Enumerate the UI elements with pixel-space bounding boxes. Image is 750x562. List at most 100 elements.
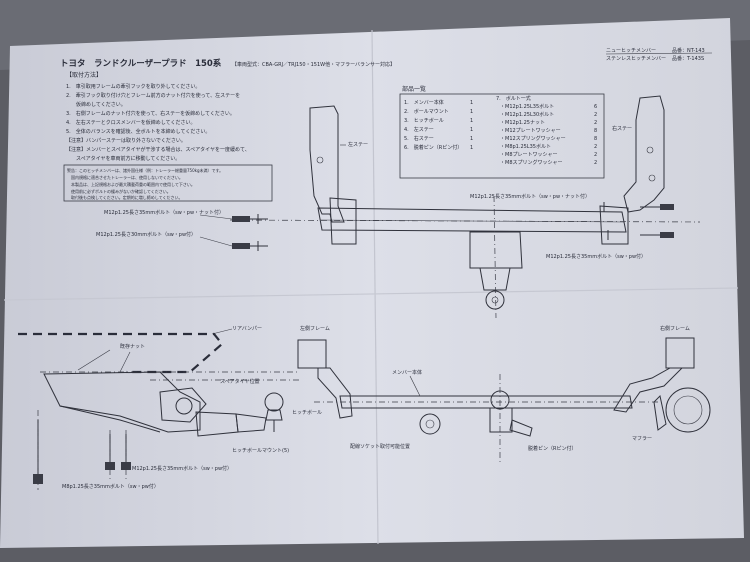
install-step: 2. 牽引フック取り付け穴とフレーム前方のナット付穴を使って、左ステーを bbox=[66, 92, 240, 99]
side-view-diagram: リアバンパー スペアタイヤ位置 既存ナット ヒッチボール ヒッチボールマウント(… bbox=[18, 326, 322, 490]
warning-border bbox=[63, 164, 273, 202]
bolt-qty: 8 bbox=[594, 128, 597, 134]
ball-mount-label: ヒッチボールマウント(5) bbox=[232, 447, 289, 454]
bolt-b-label: M12p1.25長さ30mmボルト（sw・pw付） bbox=[96, 231, 196, 238]
leader-line bbox=[211, 328, 233, 335]
install-step: 仮締めしてください。 bbox=[66, 101, 126, 108]
part-qty: 1 bbox=[470, 136, 473, 142]
document-header: トヨタ ランドクルーザープラド 150系 【車両型式：CBA-GRJ／TRJ15… bbox=[60, 47, 713, 69]
ball-mount-side bbox=[235, 413, 267, 433]
fixing-nut-label: 既存ナット bbox=[120, 343, 145, 350]
leader-line bbox=[119, 351, 131, 373]
connector-socket bbox=[419, 413, 441, 435]
bolt-right-upper bbox=[603, 202, 674, 212]
install-step: 4. 左右ステーとクロスメンバーを仮締めしてください。 bbox=[66, 119, 195, 126]
bolt-item: ・M8プレートワッシャー bbox=[500, 152, 558, 158]
warning-line: 国内規格に適合させたトレーラーは、使用しないでください。 bbox=[67, 174, 183, 180]
member-body-label: メンバー本体 bbox=[392, 369, 422, 376]
stay-side bbox=[43, 371, 201, 433]
left-frame-box bbox=[297, 339, 327, 369]
part-item: 3. ヒッチボール bbox=[404, 117, 444, 124]
bolt-item: ・M12スプリングワッシャー bbox=[500, 135, 566, 142]
hitch-ball-side bbox=[264, 392, 284, 412]
bolt-item: ・M8p1.25L35ボルト bbox=[500, 143, 551, 150]
part-number-1: 品番：NT-143 bbox=[672, 47, 705, 54]
bolt-e-label: M12p1.25長さ35mmボルト（sw・pw付） bbox=[132, 465, 232, 472]
header-underline bbox=[605, 52, 713, 55]
left-stay-rear bbox=[317, 367, 353, 419]
bolt-item: ・M8スプリングワッシャー bbox=[500, 159, 563, 166]
right-end-plate bbox=[599, 205, 629, 245]
left-stay-label: 左ステー bbox=[348, 141, 368, 148]
warning-box: 警告：このヒッチメンバーは、諸外国仕様（例：トレーラー総重量750kg未満）です… bbox=[63, 164, 273, 202]
part-name-1: ニューヒッチメンバー bbox=[606, 48, 656, 54]
part-item: 4. 左ステー bbox=[404, 126, 434, 133]
install-step: 【注意】メンバーとスペアタイヤが干渉する場合は、スペアタイヤを一度緩めて、 bbox=[66, 146, 250, 153]
bolts-heading: 7. ボルト一式 bbox=[496, 95, 531, 102]
warning-line: 警告：このヒッチメンバーは、諸外国仕様（例：トレーラー総重量750kg未満）です… bbox=[67, 167, 223, 173]
member-body-rear bbox=[339, 395, 633, 409]
rear-bumper-outline bbox=[18, 332, 224, 374]
bolt-qty: 6 bbox=[594, 104, 597, 110]
hitch-ball-neck bbox=[265, 409, 283, 421]
parts-list: 部品一覧 1. メンバー本体 1 2. ボールマウント 1 3. ヒッチボール … bbox=[399, 85, 605, 179]
part-name-2: ステンレスヒッチメンバー bbox=[606, 56, 666, 62]
install-step: 3. 右側フレームのナット付穴を使って、右ステーを仮締めしてください。 bbox=[66, 110, 235, 117]
bolt-c-label: M12p1.25長さ35mmボルト（sw・pw・ナット付） bbox=[470, 193, 590, 200]
warning-line: 使用前に必ずボルトの緩みがないか確認してください。 bbox=[67, 188, 171, 194]
part-qty: 1 bbox=[470, 118, 473, 124]
part-item: 2. ボールマウント bbox=[404, 108, 449, 115]
centerline bbox=[493, 195, 497, 319]
bolt-qty: 2 bbox=[594, 144, 597, 150]
muffler-inner bbox=[673, 395, 703, 425]
receiver-box bbox=[469, 231, 523, 269]
install-step: 【注意】バンパーステーは取り外さないでください。 bbox=[66, 137, 186, 144]
stay-hole bbox=[646, 146, 654, 154]
left-end-plate bbox=[329, 197, 357, 245]
part-number-2: 品番：T-143S bbox=[672, 55, 704, 62]
leader-line bbox=[199, 236, 233, 247]
leader-line bbox=[199, 214, 233, 220]
part-qty: 1 bbox=[470, 109, 473, 115]
connector-inner bbox=[425, 419, 435, 429]
bolt-item: ・M12プレートワッシャー bbox=[500, 128, 561, 134]
muffler-circle bbox=[665, 387, 711, 433]
ball-mount-stem bbox=[479, 267, 511, 291]
stay-edge bbox=[59, 405, 161, 433]
warning-line: 本製品は、上記規格および最大積載荷重の範囲内で使用して下さい。 bbox=[67, 181, 195, 187]
right-stay-label: 右ステー bbox=[612, 125, 632, 132]
top-view-diagram: 左ステー 右ステー M12p1.25長さ35mmボルト（sw bbox=[96, 95, 701, 319]
hitch-ball-center bbox=[491, 296, 499, 304]
bolt-qty: 8 bbox=[594, 136, 597, 142]
frame-left-label: 左側フレーム bbox=[300, 325, 330, 332]
left-stay bbox=[309, 105, 345, 223]
bolt-qty: 2 bbox=[594, 112, 597, 118]
hitch-ball-label: ヒッチボール bbox=[292, 409, 322, 416]
bolt-item: ・M12p1.25L35ボルト bbox=[500, 103, 554, 110]
bolt-qty: 2 bbox=[594, 160, 597, 166]
muffler-body bbox=[653, 394, 667, 431]
connector-label: 配線ソケット取付可能位置 bbox=[350, 443, 410, 450]
warning-line: 取付後も点検してください。定期的に増し締めしてください。 bbox=[67, 194, 183, 200]
bolt-qty: 2 bbox=[594, 152, 597, 158]
stay-hole bbox=[648, 174, 656, 182]
install-step: 5. 全体のバランスを確認後、全ボルトを本締めしてください。 bbox=[66, 128, 210, 135]
install-step: 1. 車引取用フレームの牽引フックを取り外してください。 bbox=[66, 83, 200, 90]
parts-border bbox=[399, 93, 605, 179]
paper-sheet bbox=[0, 18, 744, 548]
centerline bbox=[229, 219, 701, 223]
install-instructions: 【取付方法】 1. 車引取用フレームの牽引フックを取り外してください。 2. 牽… bbox=[66, 71, 250, 162]
bolt-qty: 2 bbox=[594, 120, 597, 126]
paper-fold-vertical bbox=[371, 29, 379, 545]
pin-label: 脱着ピン（Rピン付） bbox=[528, 445, 576, 452]
leader-line bbox=[409, 375, 421, 397]
right-stay-rear bbox=[613, 367, 684, 413]
bolt-a-label: M12p1.25長さ35mmボルト（sw・pw・ナット付） bbox=[104, 209, 224, 216]
bolt-item: ・M12p1.25ナット bbox=[500, 120, 545, 126]
right-stay bbox=[623, 95, 665, 213]
bolt-right-lower bbox=[607, 230, 674, 240]
cross-member-tube bbox=[317, 207, 627, 233]
spare-tire-label: スペアタイヤ位置 bbox=[220, 378, 260, 385]
part-item: 1. メンバー本体 bbox=[404, 99, 444, 106]
